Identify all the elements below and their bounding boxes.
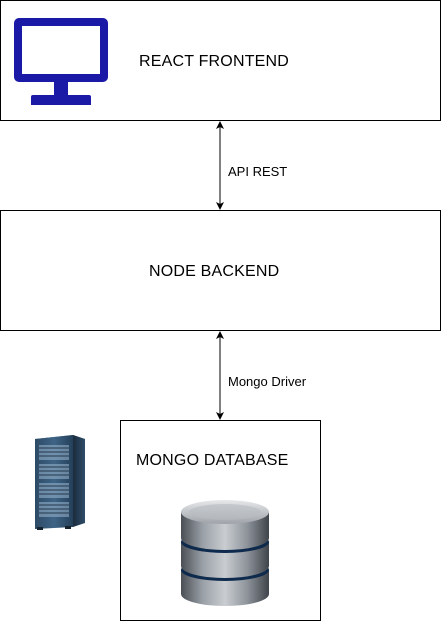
api-rest-arrow <box>216 121 224 210</box>
database-label: MONGO DATABASE <box>136 452 289 469</box>
database-cylinder-icon <box>181 500 269 606</box>
mongo-driver-label: Mongo Driver <box>228 374 307 389</box>
api-rest-label: API REST <box>228 164 288 179</box>
backend-node[interactable]: NODE BACKEND <box>0 210 441 530</box>
mongo-driver-arrow <box>216 331 224 420</box>
frontend-label: REACT FRONTEND <box>139 53 290 70</box>
backend-label: NODE BACKEND <box>149 263 280 280</box>
monitor-icon <box>14 18 108 105</box>
server-rack-icon <box>35 435 85 530</box>
database-node[interactable]: MONGO DATABASE <box>120 420 321 621</box>
frontend-node[interactable]: REACT FRONTEND <box>0 0 441 121</box>
